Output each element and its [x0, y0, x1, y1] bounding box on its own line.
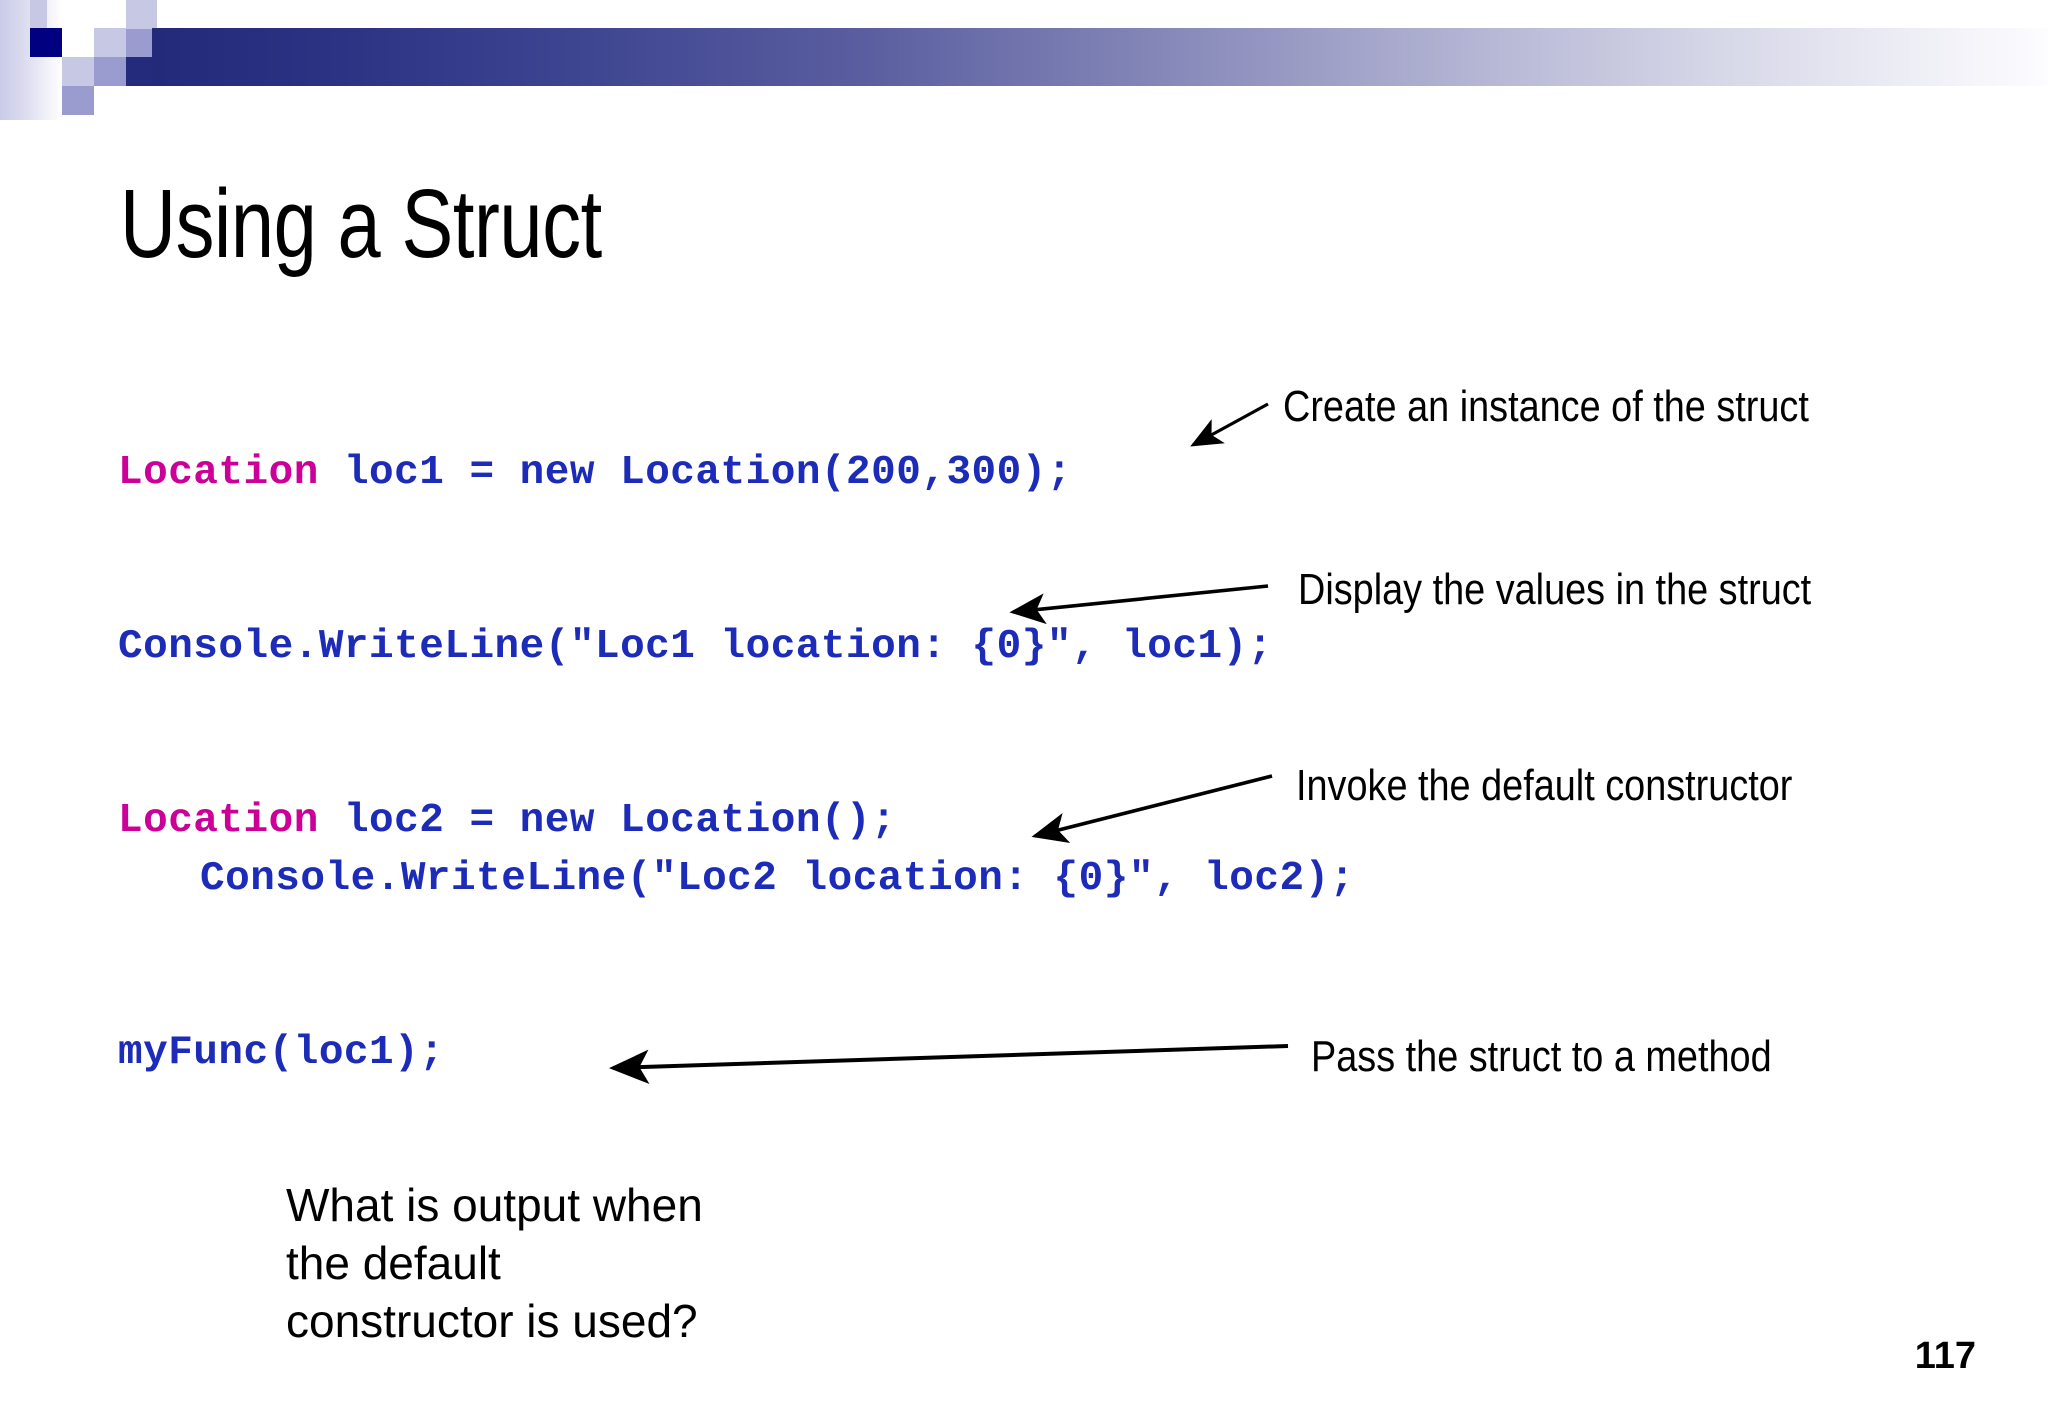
code-line-rest: myFunc(loc1); — [118, 1030, 445, 1076]
arrow-invoke-default — [1031, 774, 1273, 844]
code-line-2: Console.WriteLine("Loc1 location: {0}", … — [118, 624, 1273, 670]
arrow-pass-struct — [609, 1044, 1289, 1085]
header-square-light-1 — [126, 0, 157, 29]
code-type-token: Location — [118, 798, 319, 844]
code-line-1: Location loc1 = new Location(200,300); — [118, 450, 1072, 496]
code-line-rest: loc1 = new Location(200,300); — [318, 450, 1072, 496]
question-block: What is output when the default construc… — [286, 1176, 703, 1350]
code-line-rest: Console.WriteLine("Loc1 location: {0}", … — [118, 624, 1273, 670]
code-line-3: Location loc2 = new Location(); — [118, 798, 896, 844]
code-line-rest: loc2 = new Location(); — [318, 798, 897, 844]
header-decoration — [0, 0, 2048, 130]
code-line-4: Console.WriteLine("Loc2 location: {0}", … — [200, 856, 1355, 902]
arrow-create-instance — [1190, 402, 1269, 447]
code-line-5: myFunc(loc1); — [118, 1030, 444, 1076]
header-square-mid-2 — [94, 57, 126, 86]
page-title: Using a Struct — [120, 169, 602, 278]
header-square-light-2 — [94, 28, 126, 57]
arrow-display-values — [1009, 584, 1269, 625]
question-line-3: constructor is used? — [286, 1295, 698, 1347]
annotation-pass-struct: Pass the struct to a method — [1311, 1032, 1772, 1081]
annotation-create-instance: Create an instance of the struct — [1283, 382, 1809, 431]
page-number: 117 — [1914, 1335, 1976, 1377]
code-type-token: Location — [118, 450, 319, 496]
header-square-dknavy — [126, 57, 155, 86]
header-square-light-3 — [62, 57, 94, 86]
annotation-invoke-default: Invoke the default constructor — [1296, 761, 1793, 810]
question-line-1: What is output when — [286, 1179, 703, 1231]
annotation-display-values: Display the values in the struct — [1298, 565, 1812, 614]
header-gradient-bar — [152, 28, 2048, 86]
header-square-navy — [30, 28, 62, 57]
question-line-2: the default — [286, 1237, 501, 1289]
code-line-rest: Console.WriteLine("Loc2 location: {0}", … — [200, 856, 1355, 902]
header-square-mid-3 — [62, 86, 94, 115]
